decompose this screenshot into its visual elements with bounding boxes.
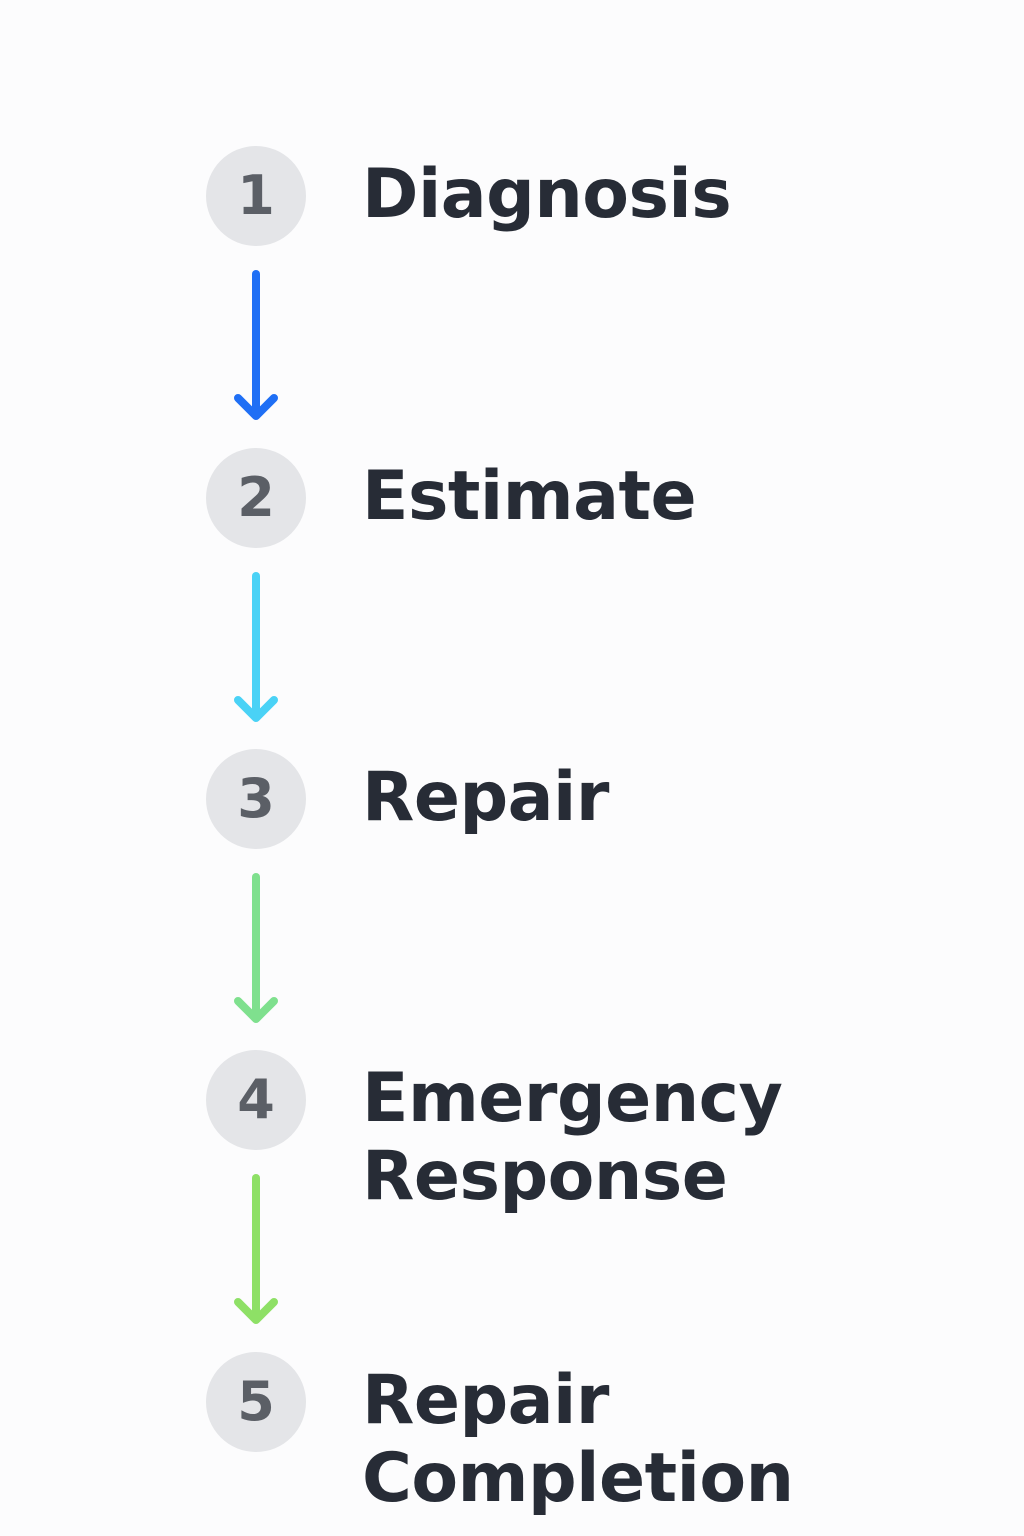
step-4-label: Emergency Response bbox=[362, 1059, 783, 1216]
step-5-label: Repair Completion bbox=[362, 1361, 794, 1518]
step-3-badge: 3 bbox=[206, 749, 306, 849]
step-3-label: Repair bbox=[362, 758, 609, 837]
step-1-label: Diagnosis bbox=[362, 155, 732, 234]
step-2-number: 2 bbox=[237, 466, 275, 529]
step-5-badge: 5 bbox=[206, 1352, 306, 1452]
step-2-label: Estimate bbox=[362, 457, 697, 536]
step-1-badge: 1 bbox=[206, 146, 306, 246]
step-4-number: 4 bbox=[237, 1068, 275, 1131]
step-2-badge: 2 bbox=[206, 448, 306, 548]
down-arrow-icon bbox=[234, 1174, 278, 1324]
down-arrow-icon bbox=[234, 270, 278, 420]
step-4-badge: 4 bbox=[206, 1050, 306, 1150]
step-5-number: 5 bbox=[237, 1370, 275, 1433]
down-arrow-icon bbox=[234, 873, 278, 1023]
down-arrow-icon bbox=[234, 572, 278, 722]
step-1-number: 1 bbox=[237, 164, 275, 227]
step-3-number: 3 bbox=[237, 767, 275, 830]
